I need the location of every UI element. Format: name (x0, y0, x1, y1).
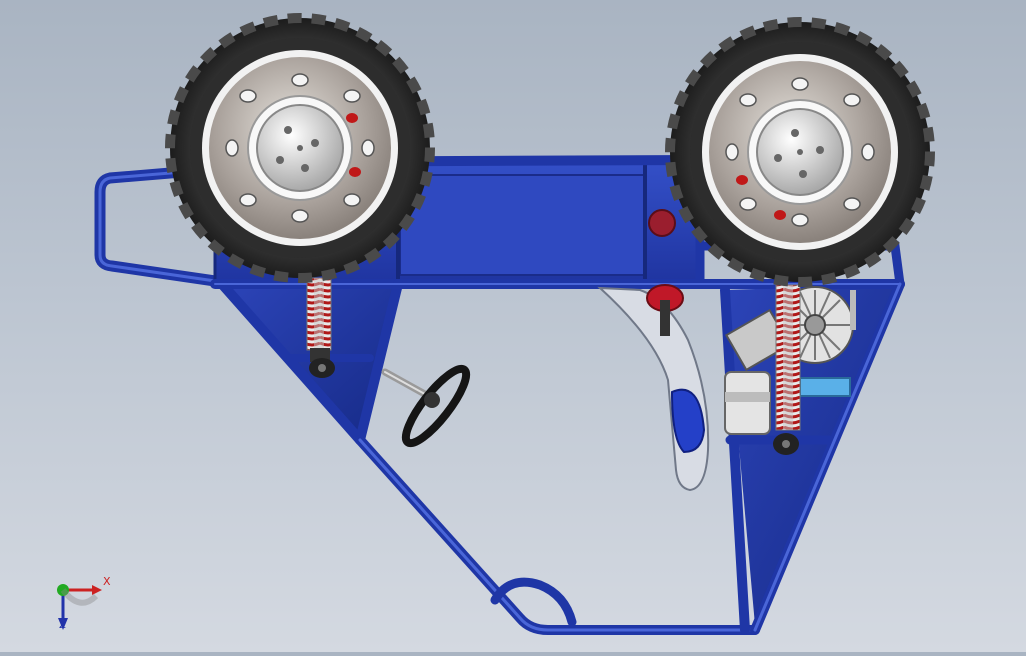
steering-assembly (381, 364, 471, 448)
triad-x-label: X (103, 575, 111, 588)
rear-bumper-tube (94, 162, 236, 288)
left-shock-absorber (306, 277, 335, 378)
rear-left-wheel (165, 13, 435, 283)
right-triangle-gusset (725, 284, 900, 625)
right-shock-absorber (773, 284, 801, 455)
triad-z-label: Z (59, 620, 66, 631)
seat-body (597, 284, 710, 492)
coordinate-triad (57, 584, 102, 630)
y-axis-dot (57, 584, 69, 596)
front-right-wheel (665, 17, 935, 287)
